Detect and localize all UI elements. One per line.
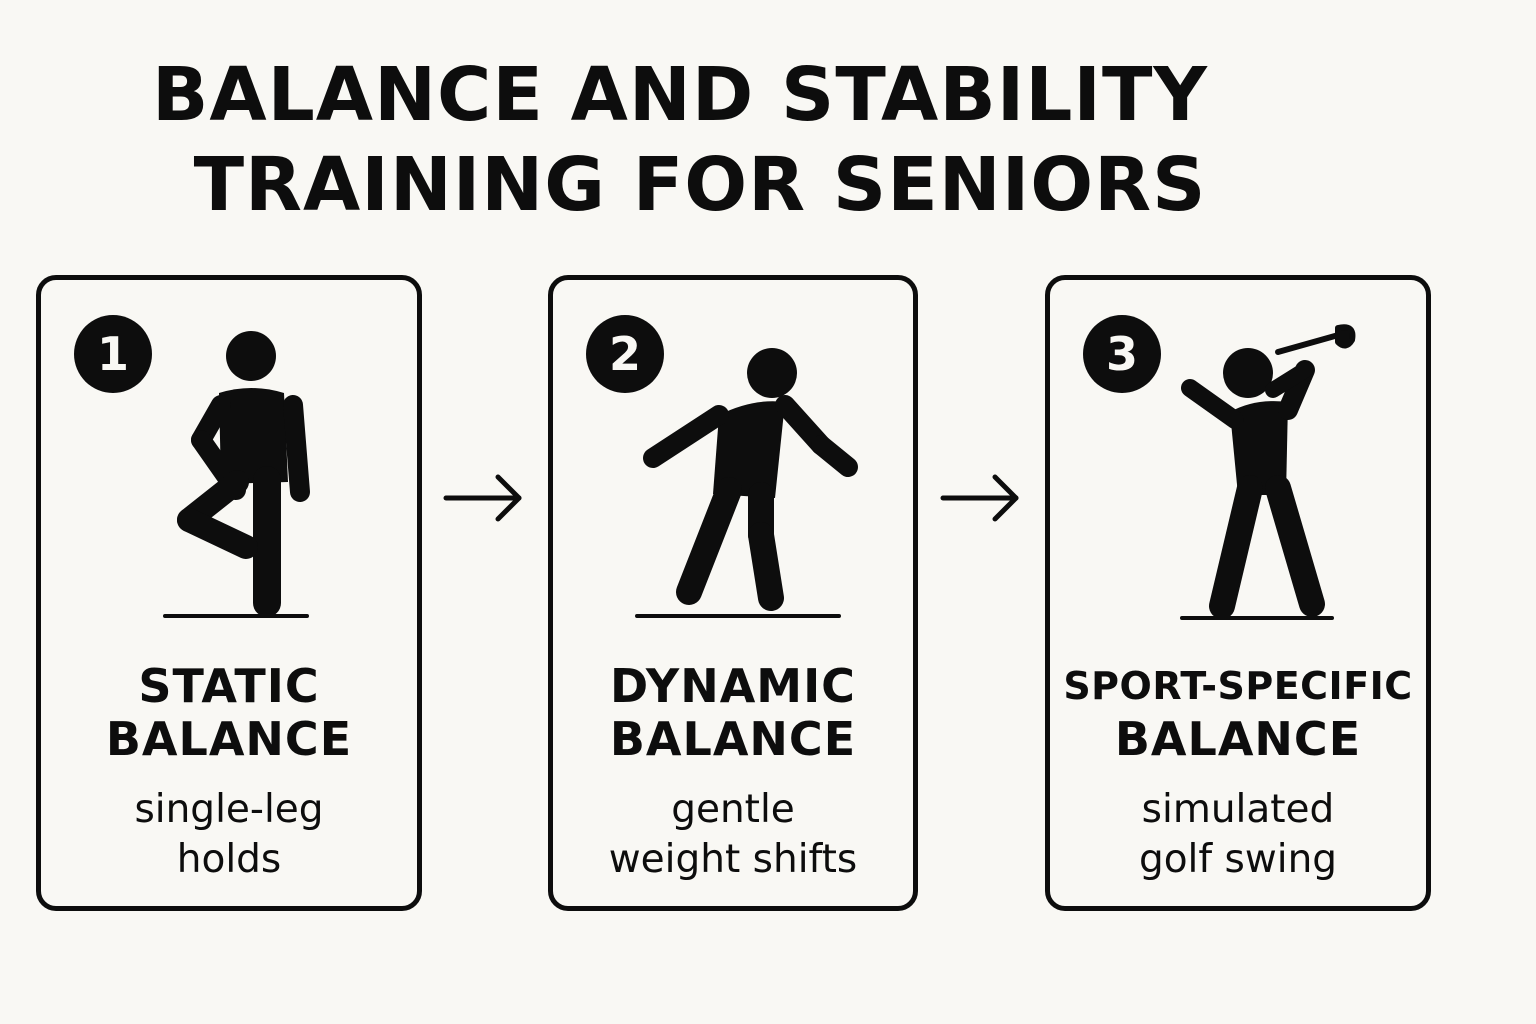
- step-title-line-1: SPORT-SPECIFIC: [1063, 664, 1413, 708]
- right-arrow-icon: [443, 474, 522, 522]
- step-description: gentle weight shifts: [553, 785, 913, 885]
- step-title: SPORT-SPECIFIC BALANCE: [1050, 660, 1426, 766]
- step-number-badge: 3: [1083, 315, 1161, 393]
- weight-shift-figure-icon: [635, 348, 858, 618]
- step-card-static-balance: 1 STATIC BALANCE single-leg holds: [36, 275, 422, 911]
- title-line-1: BALANCE AND STABILITY: [151, 52, 1209, 138]
- step-description-line-2: weight shifts: [608, 837, 858, 882]
- title-line-2: TRAINING FOR SENIORS: [193, 142, 1207, 228]
- right-arrow-icon: [940, 474, 1019, 522]
- step-description: simulated golf swing: [1050, 785, 1426, 885]
- step-title: STATIC BALANCE: [41, 660, 417, 766]
- golf-swing-figure-icon: [1180, 324, 1356, 620]
- step-card-dynamic-balance: 2 DYNAMIC BALANCE gentle weight shifts: [548, 275, 918, 911]
- step-description-line-2: holds: [176, 837, 282, 882]
- single-leg-stance-figure-icon: [163, 331, 310, 618]
- step-title-line-2: BALANCE: [609, 712, 857, 766]
- step-title-line-2: BALANCE: [105, 712, 353, 766]
- step-description-line-2: golf swing: [1138, 837, 1338, 882]
- step-description-line-1: simulated: [1141, 787, 1335, 832]
- step-number-badge: 2: [586, 315, 664, 393]
- step-title-line-1: STATIC: [138, 659, 320, 713]
- step-title-line-1: DYNAMIC: [610, 659, 856, 713]
- step-title-line-2: BALANCE: [1114, 712, 1362, 766]
- step-title: DYNAMIC BALANCE: [553, 660, 913, 766]
- step-card-sport-specific-balance: 3 SPORT-SPECIFIC BALANCE simulated golf …: [1045, 275, 1431, 911]
- step-number-badge: 1: [74, 315, 152, 393]
- step-description-line-1: gentle: [671, 787, 795, 832]
- step-description-line-1: single-leg: [134, 787, 324, 832]
- step-description: single-leg holds: [41, 785, 417, 885]
